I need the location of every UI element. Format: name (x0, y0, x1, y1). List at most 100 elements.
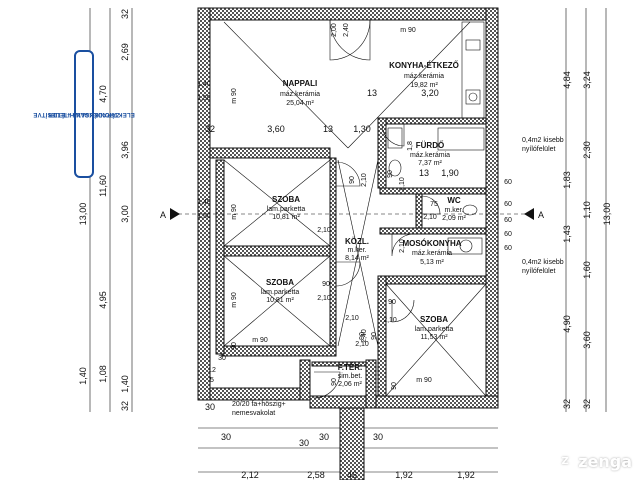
dim-right-9: 3,60 (582, 331, 592, 349)
room-name-mosokonyha: MOSÓKONYHA (402, 239, 461, 248)
room-name-nappali: NAPPALI (283, 79, 318, 88)
dim-int-36: 90 (359, 332, 366, 340)
dim-left-9: 1,40 (78, 367, 88, 385)
entrance-step (339, 407, 365, 480)
dim-int-10: m 90 (252, 337, 268, 344)
zenga-logo: Z zenga (556, 450, 632, 472)
room-area-szoba3: 11,53 m² (420, 334, 448, 341)
dim-int-4: 32 (205, 124, 215, 134)
dim-int-9: m 90 (400, 27, 416, 34)
dim-int-6: 3,20 (421, 88, 439, 98)
window-note-1b: nyílófelület (522, 146, 556, 153)
dim-int-25: 90 (322, 281, 330, 288)
dim-left-3: 4,70 (98, 85, 108, 103)
dim-int-28: 75 (430, 201, 438, 208)
dim-int-45: 5 (210, 377, 214, 384)
diagonals (223, 21, 487, 397)
dim-right-6: 1,43 (562, 225, 572, 243)
left-inner-dims: 1,40 1,50 1,40 1,50 (197, 81, 211, 220)
stamp-text: ELEKTRONIKUSAN HITELESÍTVE / ZÁRADÉKOLVA… (33, 111, 135, 117)
dim-bottom-1: 2,12 (241, 470, 259, 480)
dim-int-39: 2,10 (345, 315, 359, 322)
outer-walls (197, 7, 499, 409)
room-material-szoba1: lam.parketta (267, 206, 306, 213)
room-name-szoba2: SZOBA (266, 278, 294, 287)
room-area-kozl: 8,14 m² (345, 255, 369, 262)
dim-int-12: m 90 (231, 88, 238, 104)
room-material-szoba2: lam.parketta (261, 289, 300, 296)
room-material-fter: sim.bet. (338, 373, 363, 380)
dim-left-7: 3,00 (120, 205, 130, 223)
dim-int-26: 90 (388, 299, 396, 306)
room-material-nappali: máz.kerámia (280, 91, 320, 98)
dim-bottom2-3: 30 (319, 432, 329, 442)
room-name-szoba1: SZOBA (272, 195, 300, 204)
room-area-nappali: 25,04 m² (286, 100, 314, 107)
room-name-fter: F.TÉR. (338, 363, 362, 372)
dim-int-41: 2,10 (355, 341, 369, 348)
room-material-wc: m.ker. (444, 207, 463, 214)
room-area-szoba1: 10,81 m² (272, 214, 300, 221)
dim-right-11: 32 (562, 399, 572, 409)
dim-left-4: 3,96 (120, 141, 130, 159)
dim-bottom2-5: 30 (205, 402, 215, 412)
column-note-2: nemesvakolat (232, 410, 275, 417)
dim-left-12: 32 (120, 401, 130, 411)
window-note-2b: nyílófelület (522, 268, 556, 275)
dim-int-27: 90 (387, 170, 394, 178)
dim-int-11: m 90 (416, 377, 432, 384)
dim-left-inner-3: 1,40 (197, 199, 211, 206)
dim-int-34: 1,8 (407, 141, 414, 151)
dim-right-8: 4,90 (562, 315, 572, 333)
dim-int-16: 2,40 (343, 23, 350, 37)
dim-int-15: 2,00 (331, 23, 338, 37)
dim-right-7: 1,60 (582, 261, 592, 279)
dim-left-inner-1: 1,40 (197, 81, 211, 88)
certification-stamp: ELEKTRONIKUSAN HITELESÍTVE / ZÁRADÉKOLVA… (33, 50, 135, 178)
room-area-konyha: 19,82 m² (410, 82, 438, 89)
dim-int-22: 2,10 (399, 177, 406, 191)
dim-right-2: 3,24 (582, 71, 592, 89)
dim-int-3: 1,30 (353, 124, 371, 134)
dim-right-10: 32 (582, 399, 592, 409)
dim-int-29: 60 (504, 179, 512, 186)
room-area-furdo: 7,37 m² (418, 160, 442, 167)
dim-bottom2-4: 30 (373, 432, 383, 442)
dim-int-18: 2,10 (317, 295, 331, 302)
interior-dims: 3,60 13 1,30 32 13 3,20 13 1,90 m 90 m 9… (205, 23, 512, 390)
dim-int-19: 2,10 (383, 317, 397, 324)
dim-right-5: 1,10 (582, 201, 592, 219)
section-label-right: A (538, 210, 544, 220)
room-name-szoba3: SZOBA (420, 315, 448, 324)
dim-right-1: 4,84 (562, 71, 572, 89)
dim-int-24: 90 (349, 176, 356, 184)
room-name-furdo: FÜRDŐ (416, 141, 444, 150)
dim-left-2: 2,69 (120, 43, 130, 61)
room-material-kozl: m.ker. (347, 247, 366, 254)
room-area-fter: 2,06 m² (338, 381, 362, 388)
dim-int-8: 1,90 (441, 168, 459, 178)
room-material-furdo: máz.kerámia (410, 152, 450, 159)
interior-walls (209, 117, 487, 397)
dim-int-43: 30 (218, 355, 226, 362)
dim-int-30: 60 (504, 201, 512, 208)
column-note: 20/20 fa+höszig+ (232, 401, 286, 408)
dim-bottom-2: 2,58 (307, 470, 325, 480)
stamp-line2: ZÁRADÉKOLVA – ÉTDR (48, 111, 120, 117)
notes: 0,4m2 kisebb nyílófelület 0,4m2 kisebb n… (160, 137, 564, 417)
zenga-logo-icon: Z (556, 452, 575, 470)
section-label-left: A (160, 210, 166, 220)
dim-int-40: 90 (371, 332, 378, 340)
dim-bottom-3: 46 (347, 470, 357, 480)
section-line (170, 208, 534, 220)
dim-bottom2-2: 30 (299, 438, 309, 448)
left-dims: 32 2,69 4,70 3,96 11,60 13,00 3,00 4,95 … (78, 9, 130, 411)
dim-int-44: 12 (208, 367, 216, 374)
dim-int-14: m 90 (231, 292, 238, 308)
room-area-szoba2: 10,81 m² (266, 297, 294, 304)
room-area-mosokonyha: 5,13 m² (420, 259, 444, 266)
dim-int-23: 2,10 (399, 239, 406, 253)
dim-right-4: 1,83 (562, 171, 572, 189)
dim-left-10: 1,40 (120, 375, 130, 393)
